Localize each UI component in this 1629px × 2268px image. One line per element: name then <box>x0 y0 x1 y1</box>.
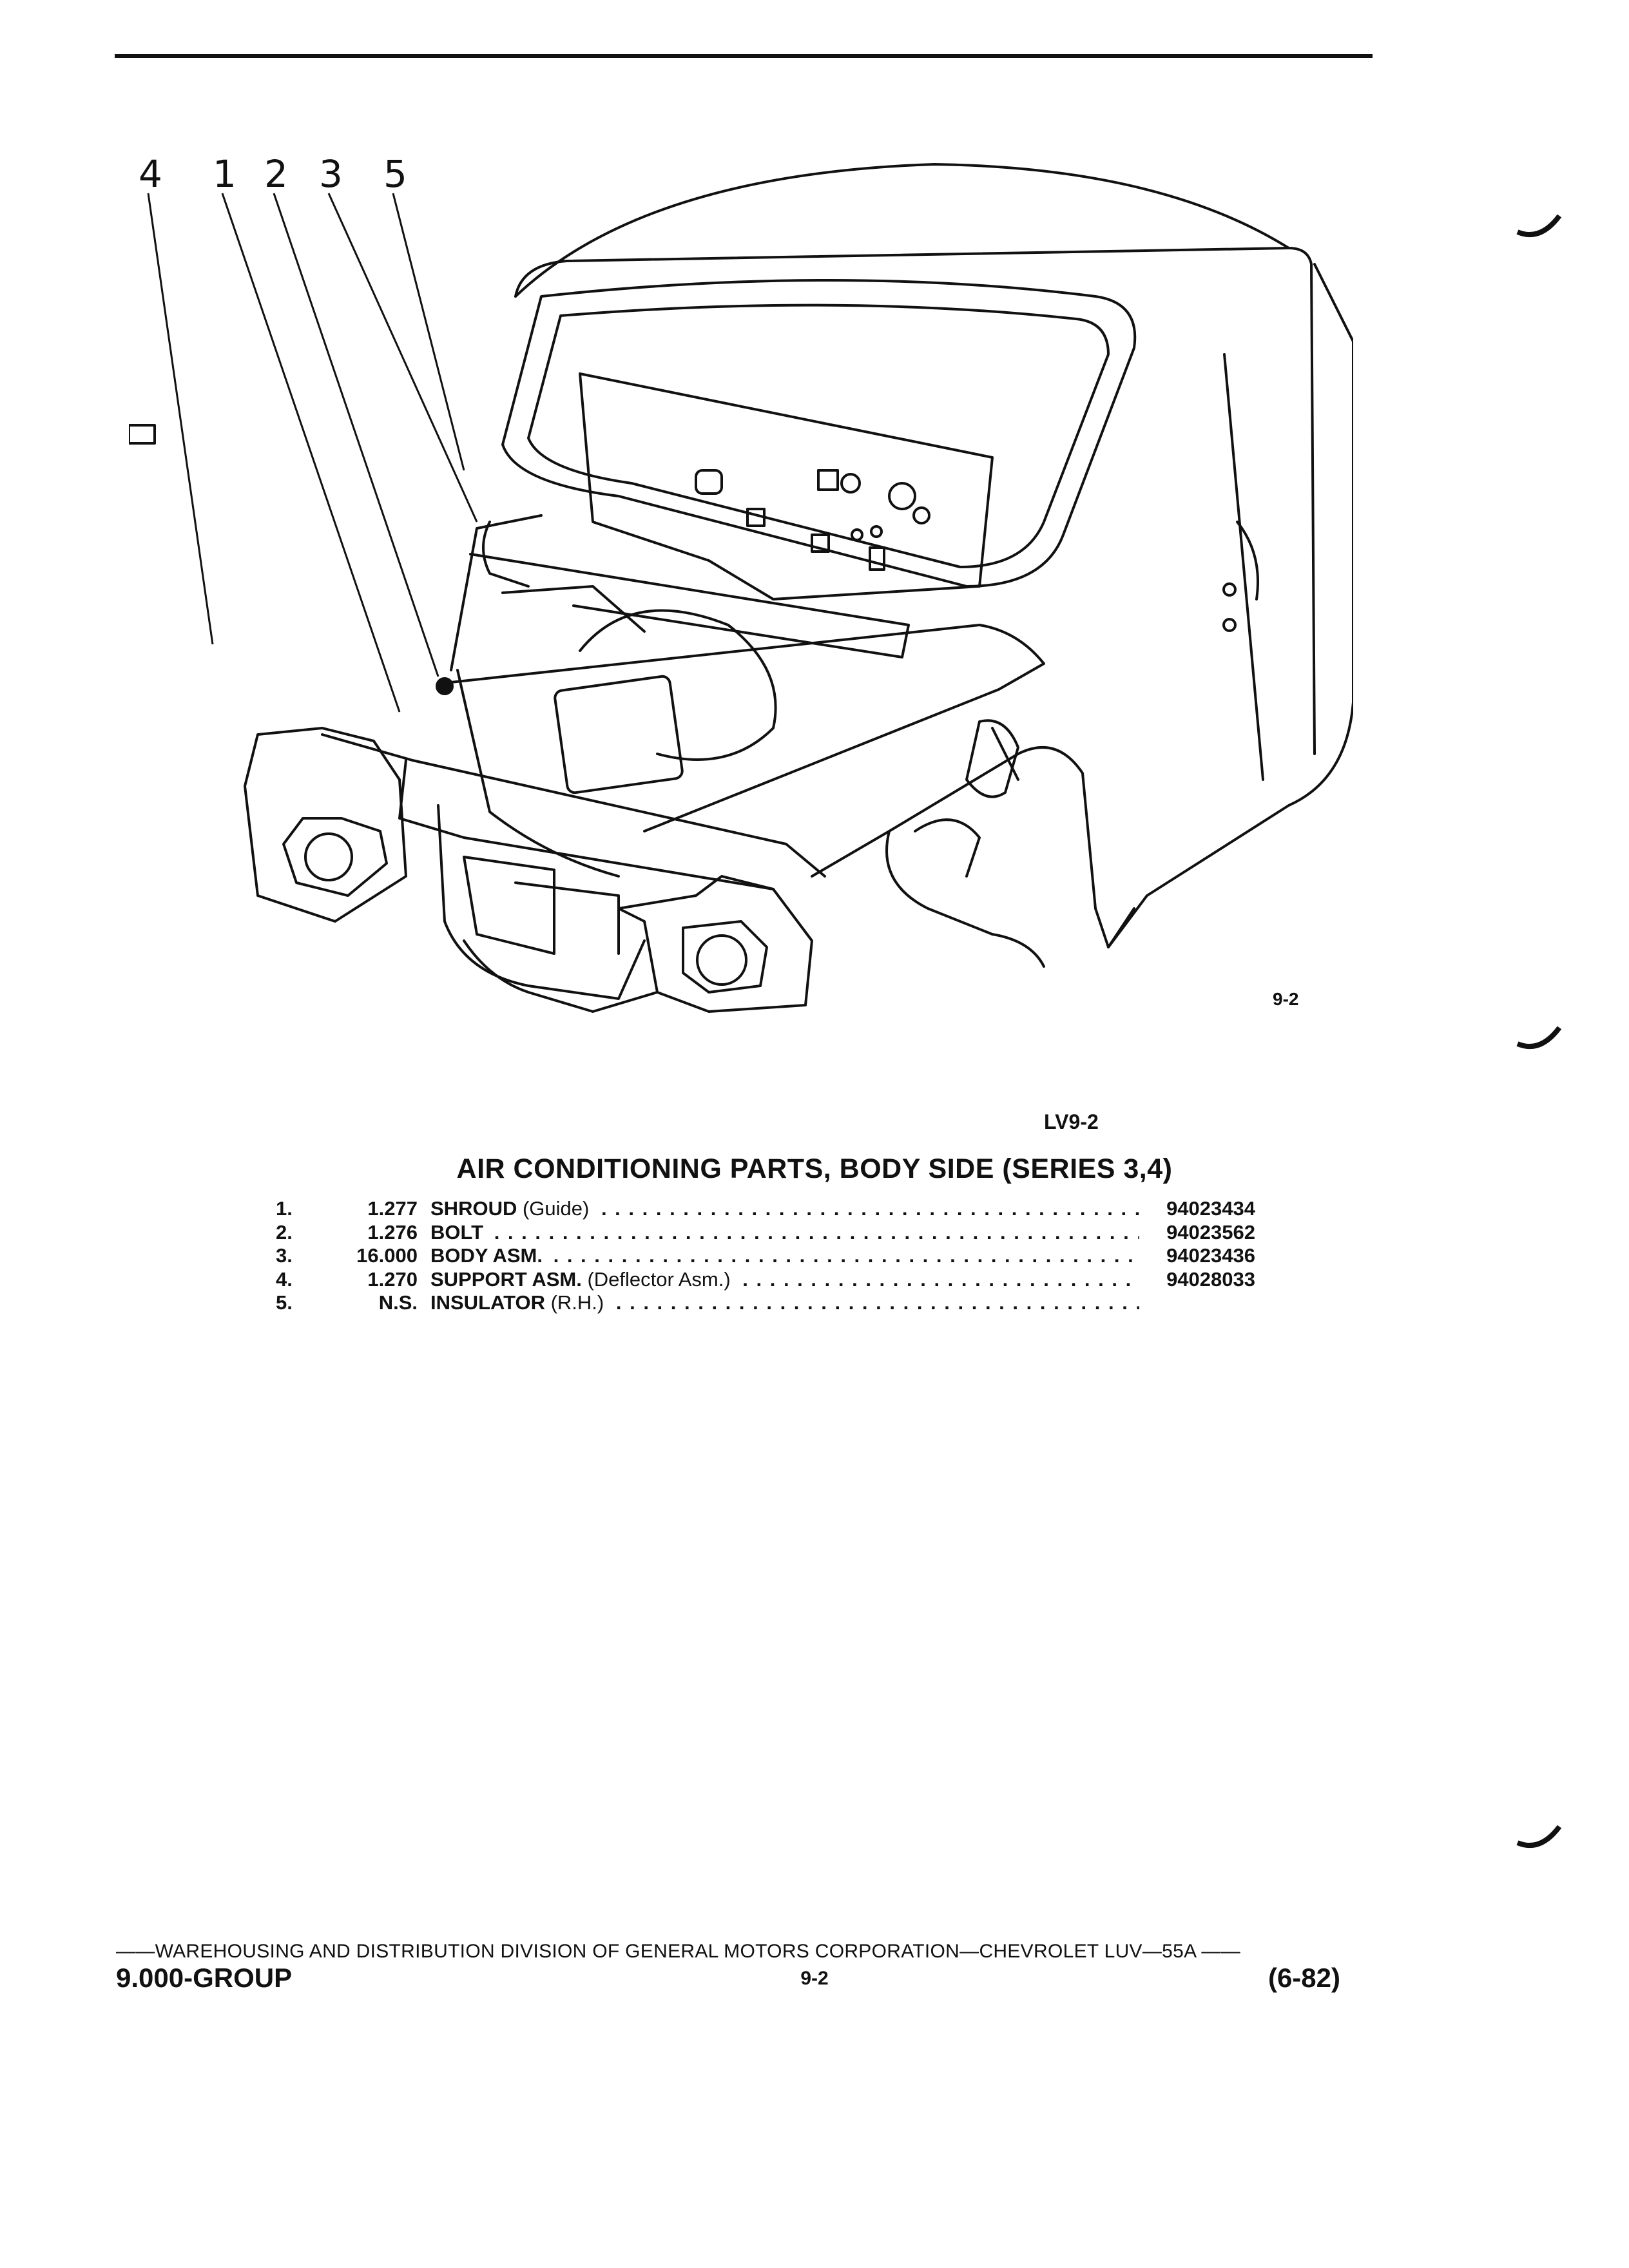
callout-numbers: 4 1 2 3 5 <box>139 152 407 196</box>
ref-number: 1.277 <box>367 1197 418 1220</box>
top-rule <box>115 54 1373 58</box>
callout-5: 5 <box>383 152 407 196</box>
part-number: 94023434 <box>1166 1197 1255 1220</box>
item-number: 1. <box>276 1197 293 1220</box>
binder-hole-mark <box>1516 1026 1562 1050</box>
part-description: BODY ASM. <box>430 1244 543 1267</box>
leader-dots: BOLT <box>430 1220 1139 1245</box>
binder-hole-mark <box>1516 214 1562 238</box>
callout-2: 2 <box>264 152 288 196</box>
footer-publisher-line: ——WAREHOUSING AND DISTRIBUTION DIVISION … <box>116 1941 1241 1962</box>
part-number: 94028033 <box>1166 1267 1255 1291</box>
part-row: 3. 16.000 BODY ASM. 94023436 <box>276 1244 1255 1268</box>
cab-body-illustration: 4 1 2 3 5 <box>129 152 1353 1013</box>
part-row: 1. 1.277 SHROUD (Guide) 94023434 <box>276 1197 1255 1221</box>
part-row: 4. 1.270 SUPPORT ASM. (Deflector Asm.) 9… <box>276 1267 1255 1292</box>
part-row: 5. N.S. INSULATOR (R.H.) <box>276 1291 1255 1315</box>
item-number: 3. <box>276 1244 293 1267</box>
leader-dots: INSULATOR (R.H.) <box>430 1291 1139 1315</box>
part-row: 2. 1.276 BOLT 94023562 <box>276 1220 1255 1245</box>
item-number: 2. <box>276 1220 293 1244</box>
ref-number: 1.276 <box>367 1220 418 1244</box>
part-qualifier: (Deflector Asm.) <box>587 1267 731 1291</box>
item-number: 5. <box>276 1291 293 1314</box>
callout-4: 4 <box>139 152 162 196</box>
leader-dots: SHROUD (Guide) <box>430 1197 1139 1221</box>
ref-number: N.S. <box>378 1291 418 1314</box>
part-description: SHROUD <box>430 1197 517 1220</box>
callout-3: 3 <box>319 152 343 196</box>
ref-number: 1.270 <box>367 1267 418 1291</box>
footer-group: 9.000-GROUP <box>116 1963 293 1993</box>
item-number: 4. <box>276 1267 293 1291</box>
footer-page-number: 9-2 <box>800 1968 829 1989</box>
callout-1: 1 <box>213 152 236 196</box>
part-number: 94023436 <box>1166 1244 1255 1267</box>
part-description: BOLT <box>430 1220 484 1244</box>
ref-number: 16.000 <box>356 1244 418 1267</box>
parts-list: 1. 1.277 SHROUD (Guide) 94023434 2. 1.27… <box>276 1197 1255 1315</box>
lv-ref: LV9-2 <box>1044 1110 1099 1133</box>
leader-dots: SUPPORT ASM. (Deflector Asm.) <box>430 1267 1139 1292</box>
part-qualifier: (R.H.) <box>550 1291 604 1314</box>
part-description: SUPPORT ASM. <box>430 1267 582 1291</box>
part-qualifier: (Guide) <box>522 1197 590 1220</box>
footer-date: (6-82) <box>1268 1963 1340 1993</box>
figure-ref: 9-2 <box>1273 989 1299 1009</box>
binder-hole-mark <box>1516 1825 1562 1849</box>
page-title: AIR CONDITIONING PARTS, BODY SIDE (SERIE… <box>456 1153 1173 1184</box>
leader-dots: BODY ASM. <box>430 1244 1139 1268</box>
part-number: 94023562 <box>1166 1220 1255 1244</box>
part-description: INSULATOR <box>430 1291 545 1314</box>
